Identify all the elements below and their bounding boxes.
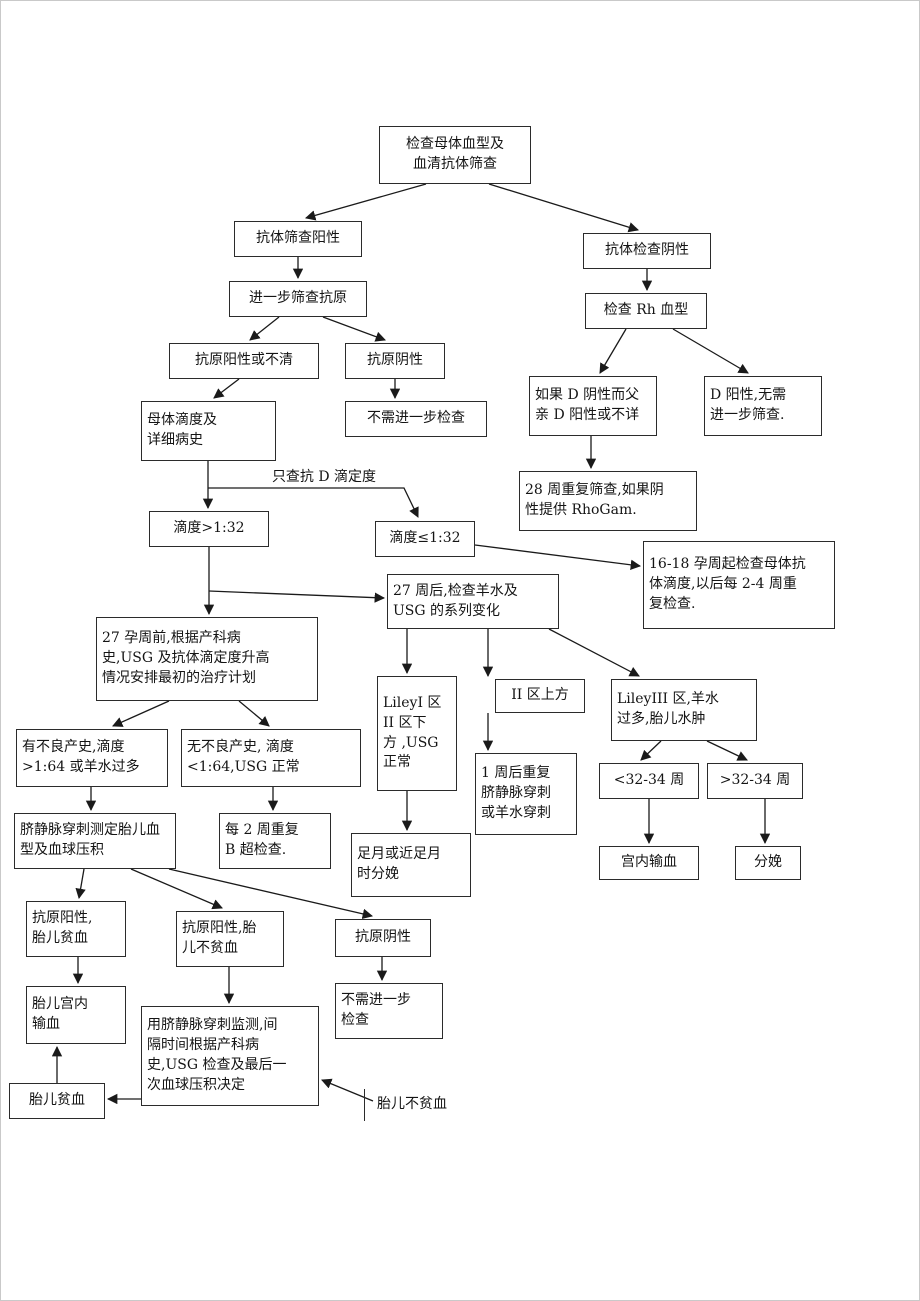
node-antigen-pos-no-anemia: 抗原阳性,胎 儿不贫血 [176, 911, 284, 967]
node-lt-32-34w: <32-34 周 [599, 763, 699, 799]
node-16-18w-titer-recheck: 16-18 孕周起检查母体抗 体滴度,以后每 2-4 周重 复检查. [643, 541, 835, 629]
node-fetal-intrauterine-transfusion: 胎儿宫内 输血 [26, 986, 126, 1044]
node-antigen-negative: 抗原阴性 [345, 343, 445, 379]
node-antibody-check-negative: 抗体检查阴性 [583, 233, 711, 269]
node-antigen-negative-2: 抗原阴性 [335, 919, 431, 957]
node-antigen-positive-unclear: 抗原阳性或不清 [169, 343, 319, 379]
node-fetal-no-anemia: 胎儿不贫血 [364, 1089, 472, 1121]
node-delivery: 分娩 [735, 846, 801, 880]
node-titer-gt-1-32: 滴度>1:32 [149, 511, 269, 547]
node-gt-32-34w: >32-34 周 [707, 763, 803, 799]
node-term-delivery: 足月或近足月 时分娩 [351, 833, 471, 897]
node-further-antigen-screen: 进一步筛查抗原 [229, 281, 367, 317]
node-bad-history-high-titer: 有不良产史,滴度 >1:64 或羊水过多 [16, 729, 168, 787]
node-d-positive-no-screen: D 阳性,无需 进一步筛查. [704, 376, 822, 436]
node-d-negative-father-positive: 如果 D 阴性而父 亲 D 阳性或不详 [529, 376, 657, 436]
node-cordocentesis-blood-type: 脐静脉穿刺测定胎儿血 型及血球压积 [14, 813, 176, 869]
node-maternal-titer-history: 母体滴度及 详细病史 [141, 401, 276, 461]
node-zone2-above: II 区上方 [495, 679, 585, 713]
node-no-further-exam-2: 不需进一步 检查 [335, 983, 443, 1039]
node-antigen-pos-anemia: 抗原阳性, 胎儿贫血 [26, 901, 126, 957]
node-no-further-exam-1: 不需进一步检查 [345, 401, 487, 437]
node-check-maternal-blood-type: 检查母体血型及 血清抗体筛查 [379, 126, 531, 184]
node-repeat-ultrasound-2w: 每 2 周重复 B 超检查. [219, 813, 331, 869]
node-repeat-screen-28w-rhogam: 28 周重复筛查,如果阴 性提供 RhoGam. [519, 471, 697, 531]
node-fetal-anemia: 胎儿贫血 [9, 1083, 105, 1119]
node-liley-zone3-hydrops: LileyIII 区,羊水 过多,胎儿水肿 [611, 679, 757, 741]
node-before-27w-treatment-plan: 27 孕周前,根据产科病 史,USG 及抗体滴定度升高 情况安排最初的治疗计划 [96, 617, 318, 701]
label-anti-d-titer-only: 只查抗 D 滴定度 [271, 469, 377, 486]
node-liley-zone1-below2: LileyI 区 II 区下 方 ,USG 正常 [377, 676, 457, 791]
node-intrauterine-transfusion: 宫内输血 [599, 846, 699, 880]
node-titer-le-1-32: 滴度≤1:32 [375, 521, 475, 557]
node-cordocentesis-monitor-interval: 用脐静脉穿刺监测,间 隔时间根据产科病 史,USG 检查及最后一 次血球压积决定 [141, 1006, 319, 1106]
node-repeat-puncture-1w: 1 周后重复 脐静脉穿刺 或羊水穿刺 [475, 753, 577, 835]
node-no-bad-history-low-titer: 无不良产史, 滴度 <1:64,USG 正常 [181, 729, 361, 787]
node-check-rh-type: 检查 Rh 血型 [585, 293, 707, 329]
node-antibody-screen-positive: 抗体筛查阳性 [234, 221, 362, 257]
node-after-27w-amniotic-usg: 27 周后,检查羊水及 USG 的系列变化 [387, 574, 559, 629]
